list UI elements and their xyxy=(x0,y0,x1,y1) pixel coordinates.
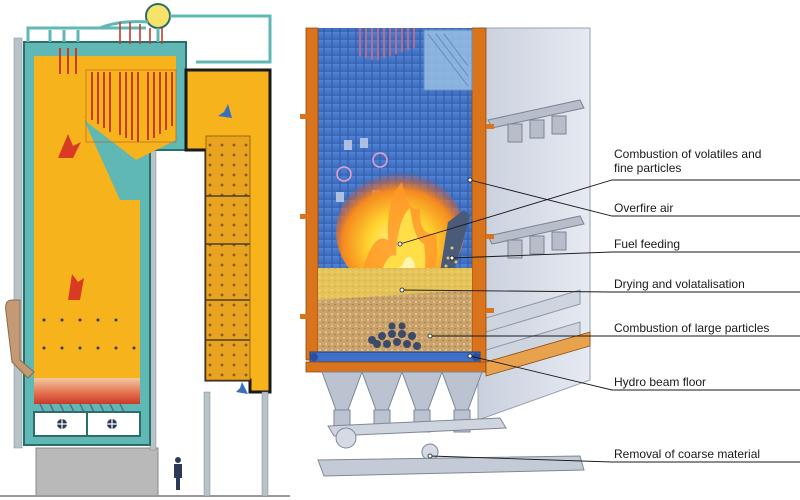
flow-arrow-icon xyxy=(58,134,81,158)
flame xyxy=(336,172,464,294)
label-combustion-volatiles: Combustion of volatiles and fine particl… xyxy=(614,147,762,175)
flow-arrow-icon xyxy=(206,94,232,118)
leader-lines xyxy=(399,179,800,463)
grate-bed xyxy=(34,378,140,404)
large-particles xyxy=(368,322,421,350)
label-hydro-beam: Hydro beam floor xyxy=(614,375,707,389)
label-removal: Removal of coarse material xyxy=(614,447,761,461)
steam-drum-icon xyxy=(145,3,171,29)
flow-arrow-icon xyxy=(68,274,84,300)
label-overfire-air: Overfire air xyxy=(614,201,674,215)
boiler-cross-section xyxy=(0,3,290,497)
label-drying: Drying and volatalisation xyxy=(614,277,745,291)
label-combustion-large: Combustion of large particles xyxy=(614,321,770,335)
person-icon xyxy=(174,457,182,490)
overfire-air-beam xyxy=(487,99,585,259)
superheater-coils xyxy=(59,48,173,142)
hydro-beam-floor xyxy=(309,351,481,363)
flow-arrow-icon xyxy=(226,378,248,394)
label-fuel-feeding: Fuel feeding xyxy=(614,237,681,251)
burner-icon xyxy=(57,419,117,429)
fuel-chute xyxy=(5,299,35,379)
foundation-block xyxy=(35,447,159,497)
furnace-cutaway xyxy=(300,27,591,477)
